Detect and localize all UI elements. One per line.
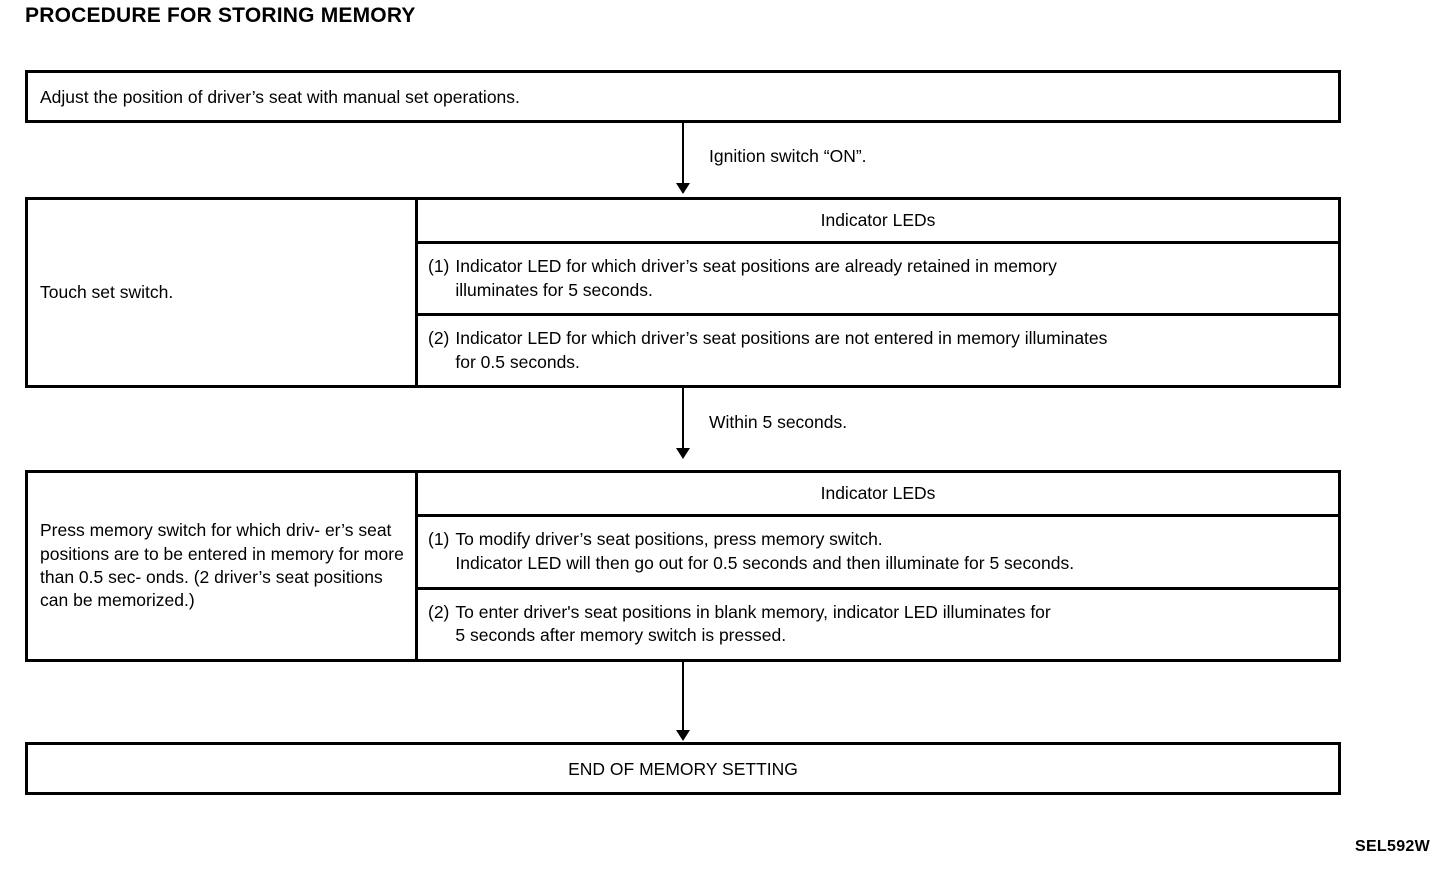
- step2-left-line-5: be memorized.): [73, 590, 195, 611]
- step1-item-1-line-2: illuminates for 5 seconds.: [455, 279, 653, 300]
- step1-item-2-body: Indicator LED for which driver’s seat po…: [455, 327, 1330, 374]
- connector-label-within-5-seconds: Within 5 seconds.: [709, 412, 848, 432]
- flow-step-end-of-memory-setting: END OF MEMORY SETTING: [25, 742, 1341, 795]
- connector-line-1: [682, 123, 684, 185]
- step2-item-1-line-2: Indicator LED will then go out for 0.5 s…: [455, 552, 1075, 573]
- connector-line-3: [682, 662, 684, 732]
- step2-left-line-4: onds. (2 driver’s seat positions can: [40, 567, 383, 611]
- step2-left-line-3: in memory for more than 0.5 sec-: [40, 543, 404, 587]
- connector-line-2: [682, 388, 684, 450]
- step2-right-column: Indicator LEDs (1) To modify driver’s se…: [418, 473, 1338, 659]
- step2-left-line-1: Press memory switch for which driv-: [40, 520, 321, 541]
- flow-step-press-memory-switch: Press memory switch for which driv- er’s…: [25, 470, 1341, 662]
- flow-step-end-text: END OF MEMORY SETTING: [568, 758, 798, 779]
- step2-item-2-marker: (2): [428, 601, 450, 622]
- figure-code: SEL592W: [1354, 838, 1430, 855]
- step2-column-header: Indicator LEDs: [418, 473, 1338, 517]
- step2-item-2-body: To enter driver's seat positions in blan…: [455, 601, 1330, 648]
- connector-label-ignition-switch: Ignition switch “ON”.: [709, 146, 867, 166]
- step2-left-line-2: er’s seat positions are to be entered: [40, 520, 392, 564]
- flow-step-adjust-seat: Adjust the position of driver’s seat wit…: [25, 70, 1341, 123]
- step2-item-1-marker: (1): [428, 529, 450, 550]
- step1-item-2-line-2: for 0.5 seconds.: [455, 351, 580, 372]
- step1-item-1-body: Indicator LED for which driver’s seat po…: [455, 255, 1330, 302]
- page-title: PROCEDURE FOR STORING MEMORY: [25, 4, 416, 27]
- step1-left-cell: Touch set switch.: [28, 200, 418, 385]
- step2-item-2-line-2: 5 seconds after memory switch is pressed…: [455, 625, 787, 646]
- step1-item-1-line-1: Indicator LED for which driver’s seat po…: [455, 255, 1057, 276]
- step1-item-row-2: (2) Indicator LED for which driver’s sea…: [418, 316, 1338, 385]
- step1-column-header: Indicator LEDs: [418, 200, 1338, 244]
- step2-item-1-body: To modify driver’s seat positions, press…: [455, 528, 1330, 575]
- step1-item-1-marker: (1): [428, 255, 450, 276]
- flow-step-adjust-seat-text: Adjust the position of driver’s seat wit…: [40, 86, 520, 107]
- arrow-head-icon-3: [676, 730, 690, 741]
- arrow-head-icon-2: [676, 448, 690, 459]
- step1-item-2-marker: (2): [428, 327, 450, 348]
- flow-step-touch-set-switch: Touch set switch. Indicator LEDs (1) Ind…: [25, 197, 1341, 388]
- step2-item-row-2: (2) To enter driver's seat positions in …: [418, 590, 1338, 660]
- step1-right-column: Indicator LEDs (1) Indicator LED for whi…: [418, 200, 1338, 385]
- step2-left-label: Press memory switch for which driv- er’s…: [28, 519, 415, 612]
- step2-item-2-line-1: To enter driver's seat positions in blan…: [455, 601, 1051, 622]
- step1-left-label: Touch set switch.: [40, 281, 174, 302]
- step1-item-2-line-1: Indicator LED for which driver’s seat po…: [455, 327, 1108, 348]
- step2-item-1-line-1: To modify driver’s seat positions, press…: [455, 529, 883, 550]
- step1-item-row-1: (1) Indicator LED for which driver’s sea…: [418, 244, 1338, 316]
- step2-item-row-1: (1) To modify driver’s seat positions, p…: [418, 517, 1338, 590]
- arrow-head-icon-1: [676, 183, 690, 194]
- step2-left-cell: Press memory switch for which driv- er’s…: [28, 473, 418, 659]
